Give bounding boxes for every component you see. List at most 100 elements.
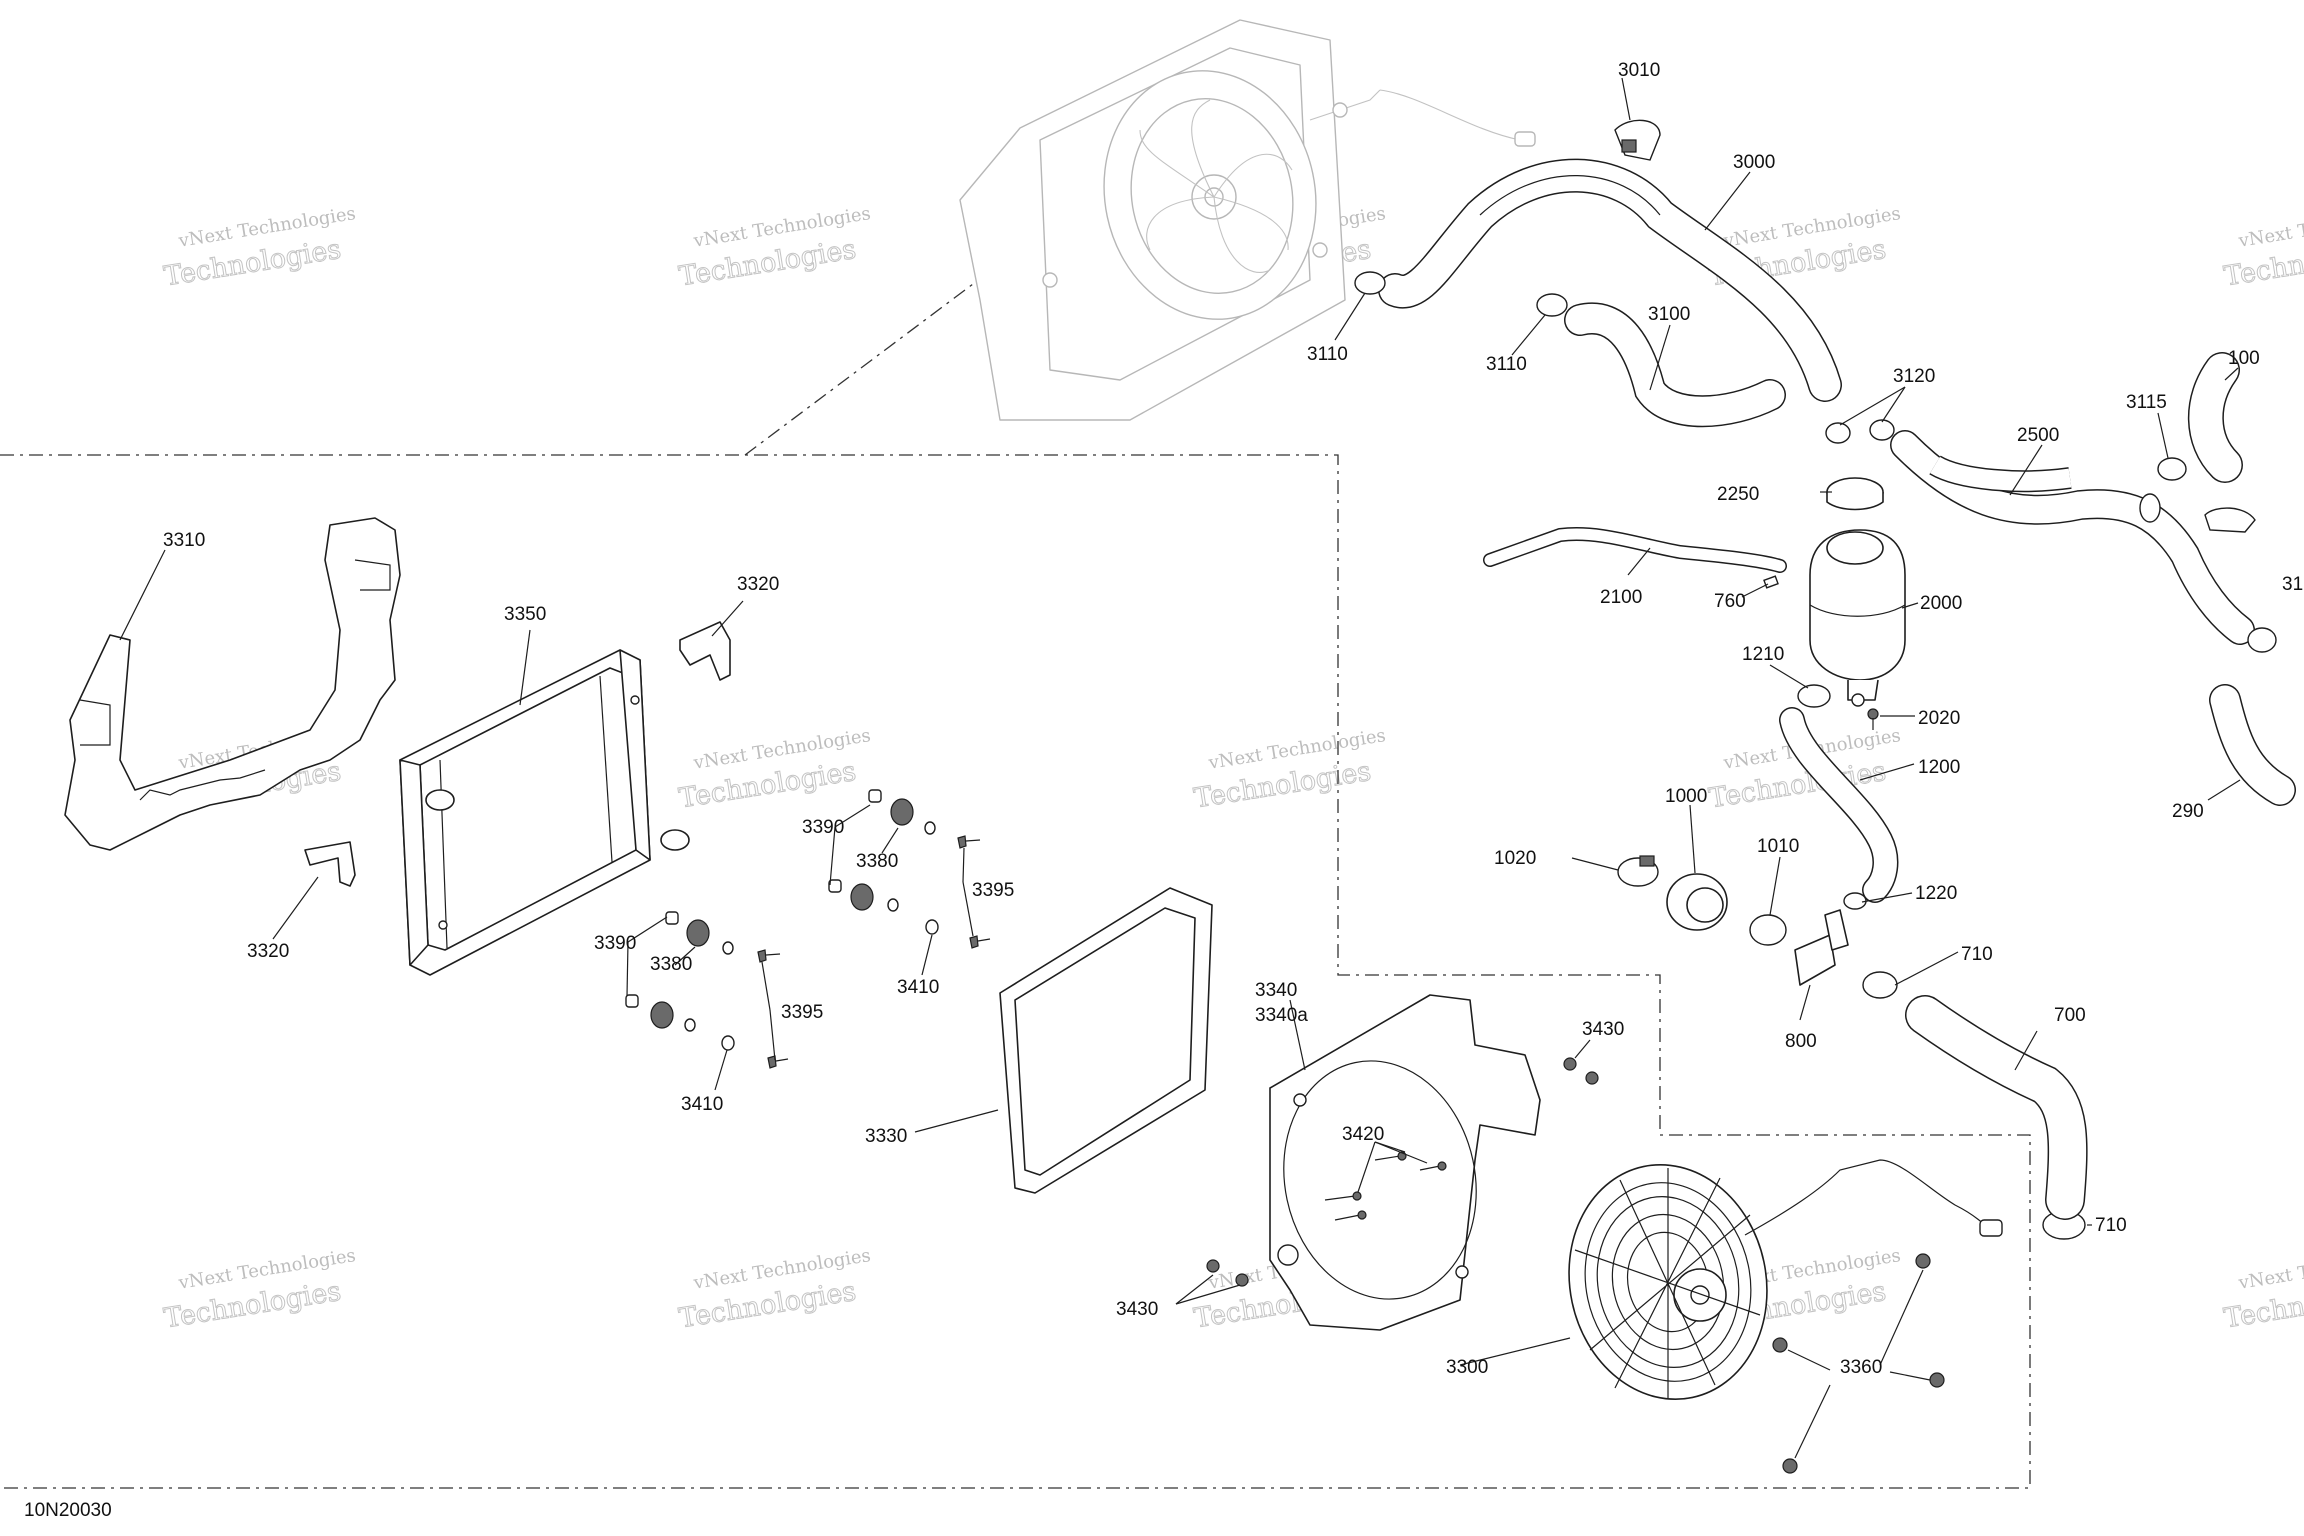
bracket-3310	[64, 517, 401, 851]
fan-3300	[1568, 1159, 2003, 1401]
clamp-1020	[1617, 855, 1659, 887]
callout: 3330	[865, 1126, 907, 1147]
callout: 3395	[972, 880, 1014, 901]
bracket-3320-top	[679, 621, 731, 681]
callout: 3430	[1582, 1019, 1624, 1040]
callout: 3120	[1893, 366, 1935, 387]
callout: 3420	[1342, 1124, 1384, 1145]
callout: 3110	[1486, 354, 1527, 375]
clip-760	[1763, 575, 1779, 589]
clamp-1220	[1843, 892, 1867, 910]
callout: 3300	[1446, 1357, 1488, 1378]
clamp-3115	[2157, 457, 2187, 481]
callout: 1020	[1494, 848, 1536, 869]
callout: 3010	[1618, 60, 1660, 81]
watermark: vNext Technologies Technologies	[676, 725, 872, 815]
callout: 3350	[504, 604, 546, 625]
watermark: vNext Technologies Technologies	[161, 1245, 357, 1335]
leader-lines	[119, 77, 2241, 1459]
callout: 2250	[1717, 484, 1759, 505]
watermark-line1: vNext Technologies	[2236, 203, 2304, 252]
callout: 710	[1961, 944, 1993, 965]
hose-3100	[1564, 302, 1786, 428]
clamp-right-edge	[2204, 507, 2277, 653]
watermark: vNext Technologies Technologies	[1191, 725, 1387, 815]
fitting-800	[1794, 909, 1849, 986]
bracket-3320-bottom	[304, 841, 356, 887]
clamp-3110-left	[1354, 271, 1386, 295]
radiator-3350	[399, 649, 690, 976]
nuts-3360	[1772, 1253, 1945, 1474]
watermark: vNext Technologies Technologies	[2221, 1245, 2304, 1335]
callout: 1200	[1918, 757, 1960, 778]
callout: 700	[2054, 1005, 2086, 1026]
callout: 2000	[1920, 593, 1962, 614]
shroud-3340	[1269, 994, 1541, 1331]
callout: 31	[2282, 574, 2303, 595]
callout: 3390	[594, 933, 636, 954]
hose-3000	[1378, 158, 1842, 402]
callout: 2100	[1600, 587, 1642, 608]
clamp-1010	[1749, 914, 1787, 946]
callout: 1210	[1742, 644, 1784, 665]
pipe-2500	[1890, 430, 2255, 645]
clamp-3110-right	[1536, 293, 1568, 317]
assembly-reference-line	[744, 274, 986, 456]
housing-1000	[1666, 873, 1728, 931]
diagram-code: 10N20030	[24, 1500, 112, 1521]
callout-labels: 3010 3000 3110 3110 3100 3120 100 3115 2…	[163, 60, 2303, 1378]
callout: 3320	[247, 941, 289, 962]
nuts-3430	[1206, 1057, 1599, 1287]
watermark: vNext Technologies Technologies	[2221, 203, 2304, 293]
seal-3330	[999, 887, 1213, 1194]
reservoir-2000	[1809, 529, 1906, 707]
callout: 3410	[681, 1094, 723, 1115]
hardware-3395	[757, 835, 991, 1069]
callout: 100	[2228, 348, 2260, 369]
callout: 3360	[1840, 1357, 1882, 1378]
hose-1200	[1779, 707, 1899, 903]
hardware-3380	[650, 798, 914, 1029]
callout: 3340	[1255, 980, 1297, 1001]
assembled-radiator-ghost	[959, 19, 1536, 421]
callout: 3100	[1648, 304, 1690, 325]
callout: 1010	[1757, 836, 1799, 857]
callout: 3390	[802, 817, 844, 838]
callout: 1000	[1665, 786, 1707, 807]
watermark-line1: vNext Technologies	[2236, 1245, 2304, 1294]
callout: 1220	[1915, 883, 1957, 904]
clamps-710	[1862, 971, 2086, 1240]
callout: 3380	[650, 954, 692, 975]
group-boundary	[0, 454, 2031, 1489]
hose-290	[2209, 684, 2296, 806]
watermark: vNext Technologies Technologies	[161, 203, 357, 293]
callout: 3410	[897, 977, 939, 998]
callout: 3430	[1116, 1299, 1158, 1320]
hardware-washers	[684, 821, 936, 1032]
watermark: vNext Technologies Technologies	[676, 203, 872, 293]
callout: 760	[1714, 591, 1746, 612]
callout: 3320	[737, 574, 779, 595]
callout: 3115	[2126, 392, 2167, 413]
callout: 3380	[856, 851, 898, 872]
callout: 3000	[1733, 152, 1775, 173]
hardware-3390	[625, 789, 882, 1008]
clamps-3120	[1825, 419, 1895, 444]
callout: 2020	[1918, 708, 1960, 729]
hose-100	[2187, 352, 2243, 483]
overflow-hose-2100	[1483, 527, 1787, 573]
callout: 3310	[163, 530, 205, 551]
callout: 290	[2172, 801, 2204, 822]
clamp-3010	[1614, 119, 1661, 161]
callout: 710	[2095, 1215, 2127, 1236]
hose-700	[1905, 995, 2088, 1220]
callout: 800	[1785, 1031, 1817, 1052]
callout: 3110	[1307, 344, 1348, 365]
cap-2250	[1826, 477, 1884, 511]
hardware-3410	[721, 919, 939, 1051]
watermark: vNext Technologies Technologies	[676, 1245, 872, 1335]
clamp-1210	[1797, 684, 1831, 708]
screw-2020	[1867, 708, 1879, 730]
callout: 3395	[781, 1002, 823, 1023]
